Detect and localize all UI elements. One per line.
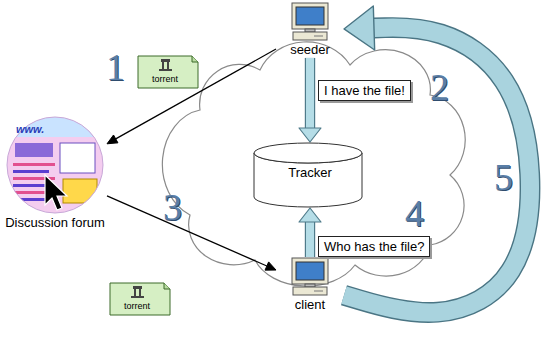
seeder-computer: seeder	[276, 2, 344, 58]
callout-number: 3	[163, 188, 182, 226]
torrent-label: torrent	[124, 302, 150, 311]
speech-box: I have the file!	[318, 80, 411, 101]
callout-number: 4	[405, 194, 424, 232]
link-arrow	[107, 196, 276, 270]
tracker-cylinder: Tracker	[253, 142, 367, 208]
torrent-label: torrent	[152, 75, 178, 84]
node-label: seeder	[276, 42, 344, 58]
computer-icon	[288, 257, 332, 297]
node-label: Discussion forum	[3, 215, 107, 231]
callout-number: 2	[430, 68, 449, 106]
node-label: client	[276, 297, 344, 313]
client-computer: client	[276, 257, 344, 313]
torrent-file-icon	[138, 56, 198, 88]
node-label: Tracker	[253, 142, 367, 181]
computer-icon	[288, 2, 332, 42]
link-arrow	[107, 49, 276, 144]
network-cloud	[162, 42, 465, 286]
web-text: www.	[16, 124, 44, 135]
callout-number: 1	[106, 48, 125, 86]
torrent-file-icon	[110, 283, 170, 315]
callout-number: 5	[494, 158, 513, 196]
speech-box: Who has the file?	[318, 236, 430, 257]
flow-arrow	[344, 6, 530, 312]
